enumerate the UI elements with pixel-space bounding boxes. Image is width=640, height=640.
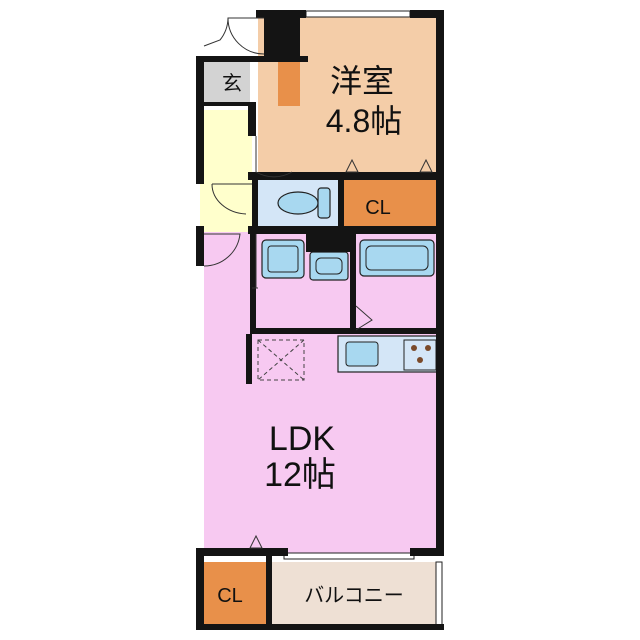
- walls: [196, 10, 444, 630]
- bath-door: [355, 305, 373, 331]
- washing-machine-drum: [267, 245, 299, 273]
- ldk-area: [204, 232, 438, 554]
- washroom-door: [252, 234, 258, 289]
- balcony-railing: [435, 561, 443, 627]
- balcony-label: バルコニー: [304, 585, 404, 607]
- closet-upper-area: [342, 180, 438, 226]
- toilet-door: [211, 183, 252, 215]
- stove: [403, 339, 437, 371]
- toilet-bowl: [277, 191, 319, 215]
- wash-basin-bowl: [315, 257, 343, 275]
- refrigerator-space: [257, 339, 305, 381]
- entrance-area: [200, 62, 250, 106]
- closet-upper-label: CL: [365, 197, 391, 219]
- hall-door: [203, 233, 241, 267]
- bedroom-name-label: 洋室: [330, 63, 394, 99]
- closet-lower-area: [200, 562, 268, 626]
- toilet-tank: [317, 187, 331, 219]
- kitchen-sink: [345, 341, 379, 367]
- burner-2: [425, 345, 431, 351]
- shoe-closet: [278, 62, 300, 106]
- burner-3: [417, 357, 423, 363]
- ldk-name-label: LDK: [269, 420, 335, 458]
- closet-door-lower: [249, 534, 263, 549]
- bathtub: [359, 239, 435, 277]
- entrance-label: 玄: [222, 72, 242, 95]
- closet-door-upper: [345, 158, 433, 173]
- doors: [203, 17, 433, 549]
- ldk-size-label: 12帖: [264, 456, 336, 494]
- bathtub-inner: [365, 245, 429, 271]
- closet-lower-label: CL: [217, 585, 243, 607]
- burner-1: [411, 345, 417, 351]
- bedroom-door: [255, 136, 293, 178]
- hallway-area: [200, 110, 252, 232]
- balcony-window: [283, 552, 415, 560]
- fridge-x-2: [257, 339, 305, 381]
- balcony-area: [272, 562, 438, 626]
- washing-machine-pan: [261, 239, 305, 279]
- bedroom-window: [305, 10, 411, 18]
- bedroom-size-label: 4.8帖: [326, 103, 403, 139]
- front-door-leaf: [203, 17, 229, 47]
